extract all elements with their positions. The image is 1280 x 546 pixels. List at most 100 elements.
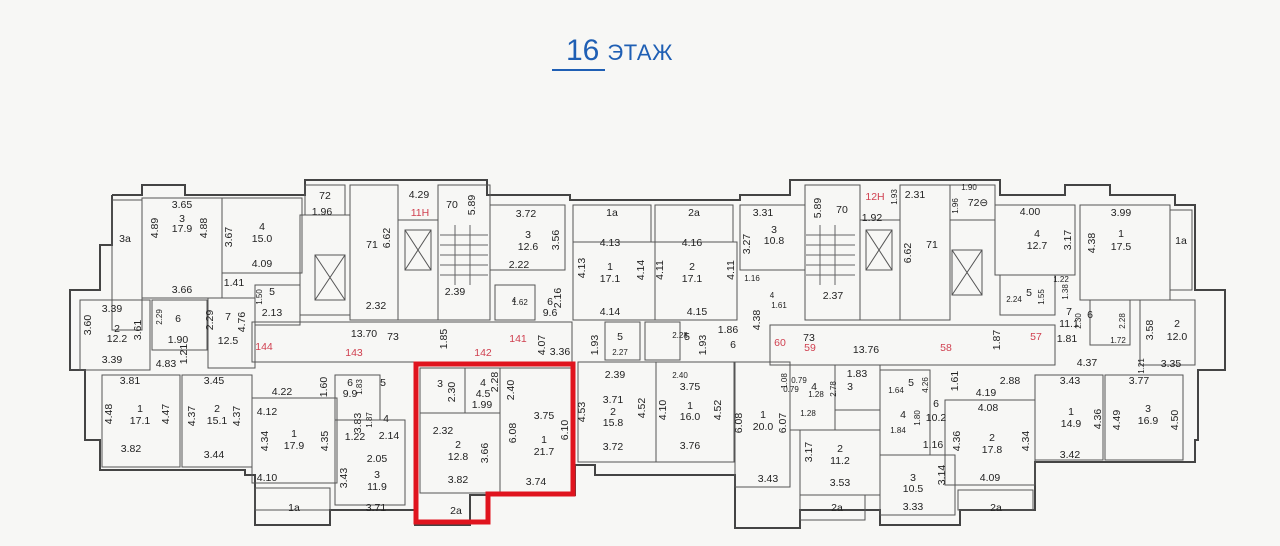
dimension-label: 4.38 xyxy=(1086,233,1098,254)
floor-title: 16 ЭТАЖ xyxy=(552,28,673,71)
dimension-label: 6 xyxy=(1087,309,1093,321)
dimension-label: 6.07 xyxy=(777,413,789,434)
dimension-label: 3.71 xyxy=(603,394,624,406)
dimension-label: 3.39 xyxy=(102,354,123,366)
dimension-label: 2a xyxy=(450,505,462,517)
dimension-label: 4.12 xyxy=(257,406,278,418)
dimension-label: 1.87 xyxy=(365,412,374,428)
dimension-label: 3a xyxy=(119,233,131,245)
apartment-number: 11Н xyxy=(411,207,429,219)
dimension-label: 3.58 xyxy=(1144,320,1156,341)
dimension-label: 3.43 xyxy=(338,468,350,489)
dimension-label: 4.10 xyxy=(657,400,669,421)
dimension-label: 1 xyxy=(760,409,766,421)
dimension-label: 4.50 xyxy=(1169,410,1181,431)
dimension-label: 3.72 xyxy=(603,441,624,453)
dimension-label: 73 xyxy=(387,331,399,343)
dimension-label: 3.60 xyxy=(82,315,94,336)
dimension-label: 2.37 xyxy=(823,290,844,302)
dimension-label: 3.76 xyxy=(680,440,701,452)
dimension-label: 2.32 xyxy=(433,425,454,437)
dimension-label: 3.74 xyxy=(526,476,547,488)
dimension-label: 4.38 xyxy=(751,310,763,331)
dimension-label: 4.29 xyxy=(409,189,430,201)
dimension-label: 16.0 xyxy=(680,411,701,423)
dimension-label: 2.32 xyxy=(366,300,387,312)
dimension-label: 4.22 xyxy=(272,386,293,398)
dimension-label: 3 xyxy=(374,469,380,481)
dimension-label: 1.21 xyxy=(178,344,190,365)
dimension-label: 2.39 xyxy=(605,369,626,381)
dimension-label: 4 xyxy=(770,291,775,300)
floor-label: ЭТАЖ xyxy=(607,40,673,65)
apartment-number: 60 xyxy=(774,337,786,349)
dimension-label: 1.72 xyxy=(1110,336,1126,345)
dimension-label: 16.9 xyxy=(1138,415,1159,427)
dimension-label: 1.85 xyxy=(438,329,450,350)
dimension-label: 4.34 xyxy=(1020,431,1032,452)
dimension-label: 4.89 xyxy=(149,218,161,239)
dimension-label: 4.5 xyxy=(476,388,491,400)
dimension-label: 17.1 xyxy=(130,415,151,427)
dimension-label: 6.62 xyxy=(381,228,393,249)
apartment-number: 142 xyxy=(474,347,492,359)
dimension-label: 1 xyxy=(291,428,297,440)
dimension-label: 1.93 xyxy=(697,335,709,356)
dimension-label: 2 xyxy=(1174,318,1180,330)
dimension-label: 1.99 xyxy=(472,399,493,411)
dimension-label: 5 xyxy=(380,377,386,389)
dimension-label: 2.27 xyxy=(612,348,628,357)
dimension-label: 1.90 xyxy=(168,334,189,346)
dimension-label: 1 xyxy=(687,400,693,412)
dimension-label: 3.67 xyxy=(223,227,235,248)
highlighted-apartment-outline[interactable] xyxy=(413,361,576,525)
dimension-label: 1.41 xyxy=(224,277,245,289)
dimension-label: 17.1 xyxy=(600,273,621,285)
dimension-label: 4 xyxy=(1034,228,1040,240)
dimension-label: 3.17 xyxy=(1062,230,1074,251)
dimension-label: 4.48 xyxy=(103,404,115,425)
dimension-label: 4.36 xyxy=(951,431,963,452)
dimension-label: 1.62 xyxy=(512,298,528,307)
dimension-label: 73 xyxy=(803,332,815,344)
dimension-label: 1.28 xyxy=(808,390,824,399)
dimension-label: 4.09 xyxy=(252,258,273,270)
dimension-label: 2.40 xyxy=(672,371,688,380)
dimension-label: 10.8 xyxy=(764,235,785,247)
dimension-label: 3.81 xyxy=(120,375,141,387)
interior-walls xyxy=(79,184,1196,521)
dimension-label: 4.36 xyxy=(1092,409,1104,430)
dimension-label: 3 xyxy=(847,381,853,393)
dimension-label: 3.35 xyxy=(1161,358,1182,370)
dimension-label: 3.42 xyxy=(1060,449,1081,461)
dimension-label: 4 xyxy=(383,413,389,425)
dimension-label: 3.99 xyxy=(1111,207,1132,219)
dimension-label: 3 xyxy=(525,229,531,241)
dimension-label: 17.5 xyxy=(1111,241,1132,253)
dimension-label: 1.22 xyxy=(345,431,366,443)
dimension-label: 21.7 xyxy=(534,446,555,458)
dimension-label: 1.08 xyxy=(780,373,789,389)
dimension-label: 17.9 xyxy=(172,223,193,235)
dimension-label: 2.13 xyxy=(262,307,283,319)
dimension-label: 6.62 xyxy=(902,243,914,264)
dimension-label: 1.28 xyxy=(800,409,816,418)
dimension-label: 1 xyxy=(541,434,547,446)
dimension-label: 4.76 xyxy=(236,312,248,333)
dimension-label: 4.52 xyxy=(636,398,648,419)
dimension-label: 4.35 xyxy=(319,431,331,452)
dimension-label: 3.72 xyxy=(516,208,537,220)
dimension-label: 1.60 xyxy=(318,377,330,398)
dimension-label: 2.16 xyxy=(552,288,564,309)
dimension-label: 2 xyxy=(114,323,120,335)
dimension-label: 3.17 xyxy=(803,442,815,463)
dimension-label: 11.9 xyxy=(367,481,387,493)
dimension-label: 4.00 xyxy=(1020,206,1041,218)
dimension-label: 3 xyxy=(179,213,185,225)
dimension-label: 2.78 xyxy=(829,381,838,397)
dimension-label: 1a xyxy=(288,502,300,514)
dimension-label: 6.10 xyxy=(559,420,571,441)
